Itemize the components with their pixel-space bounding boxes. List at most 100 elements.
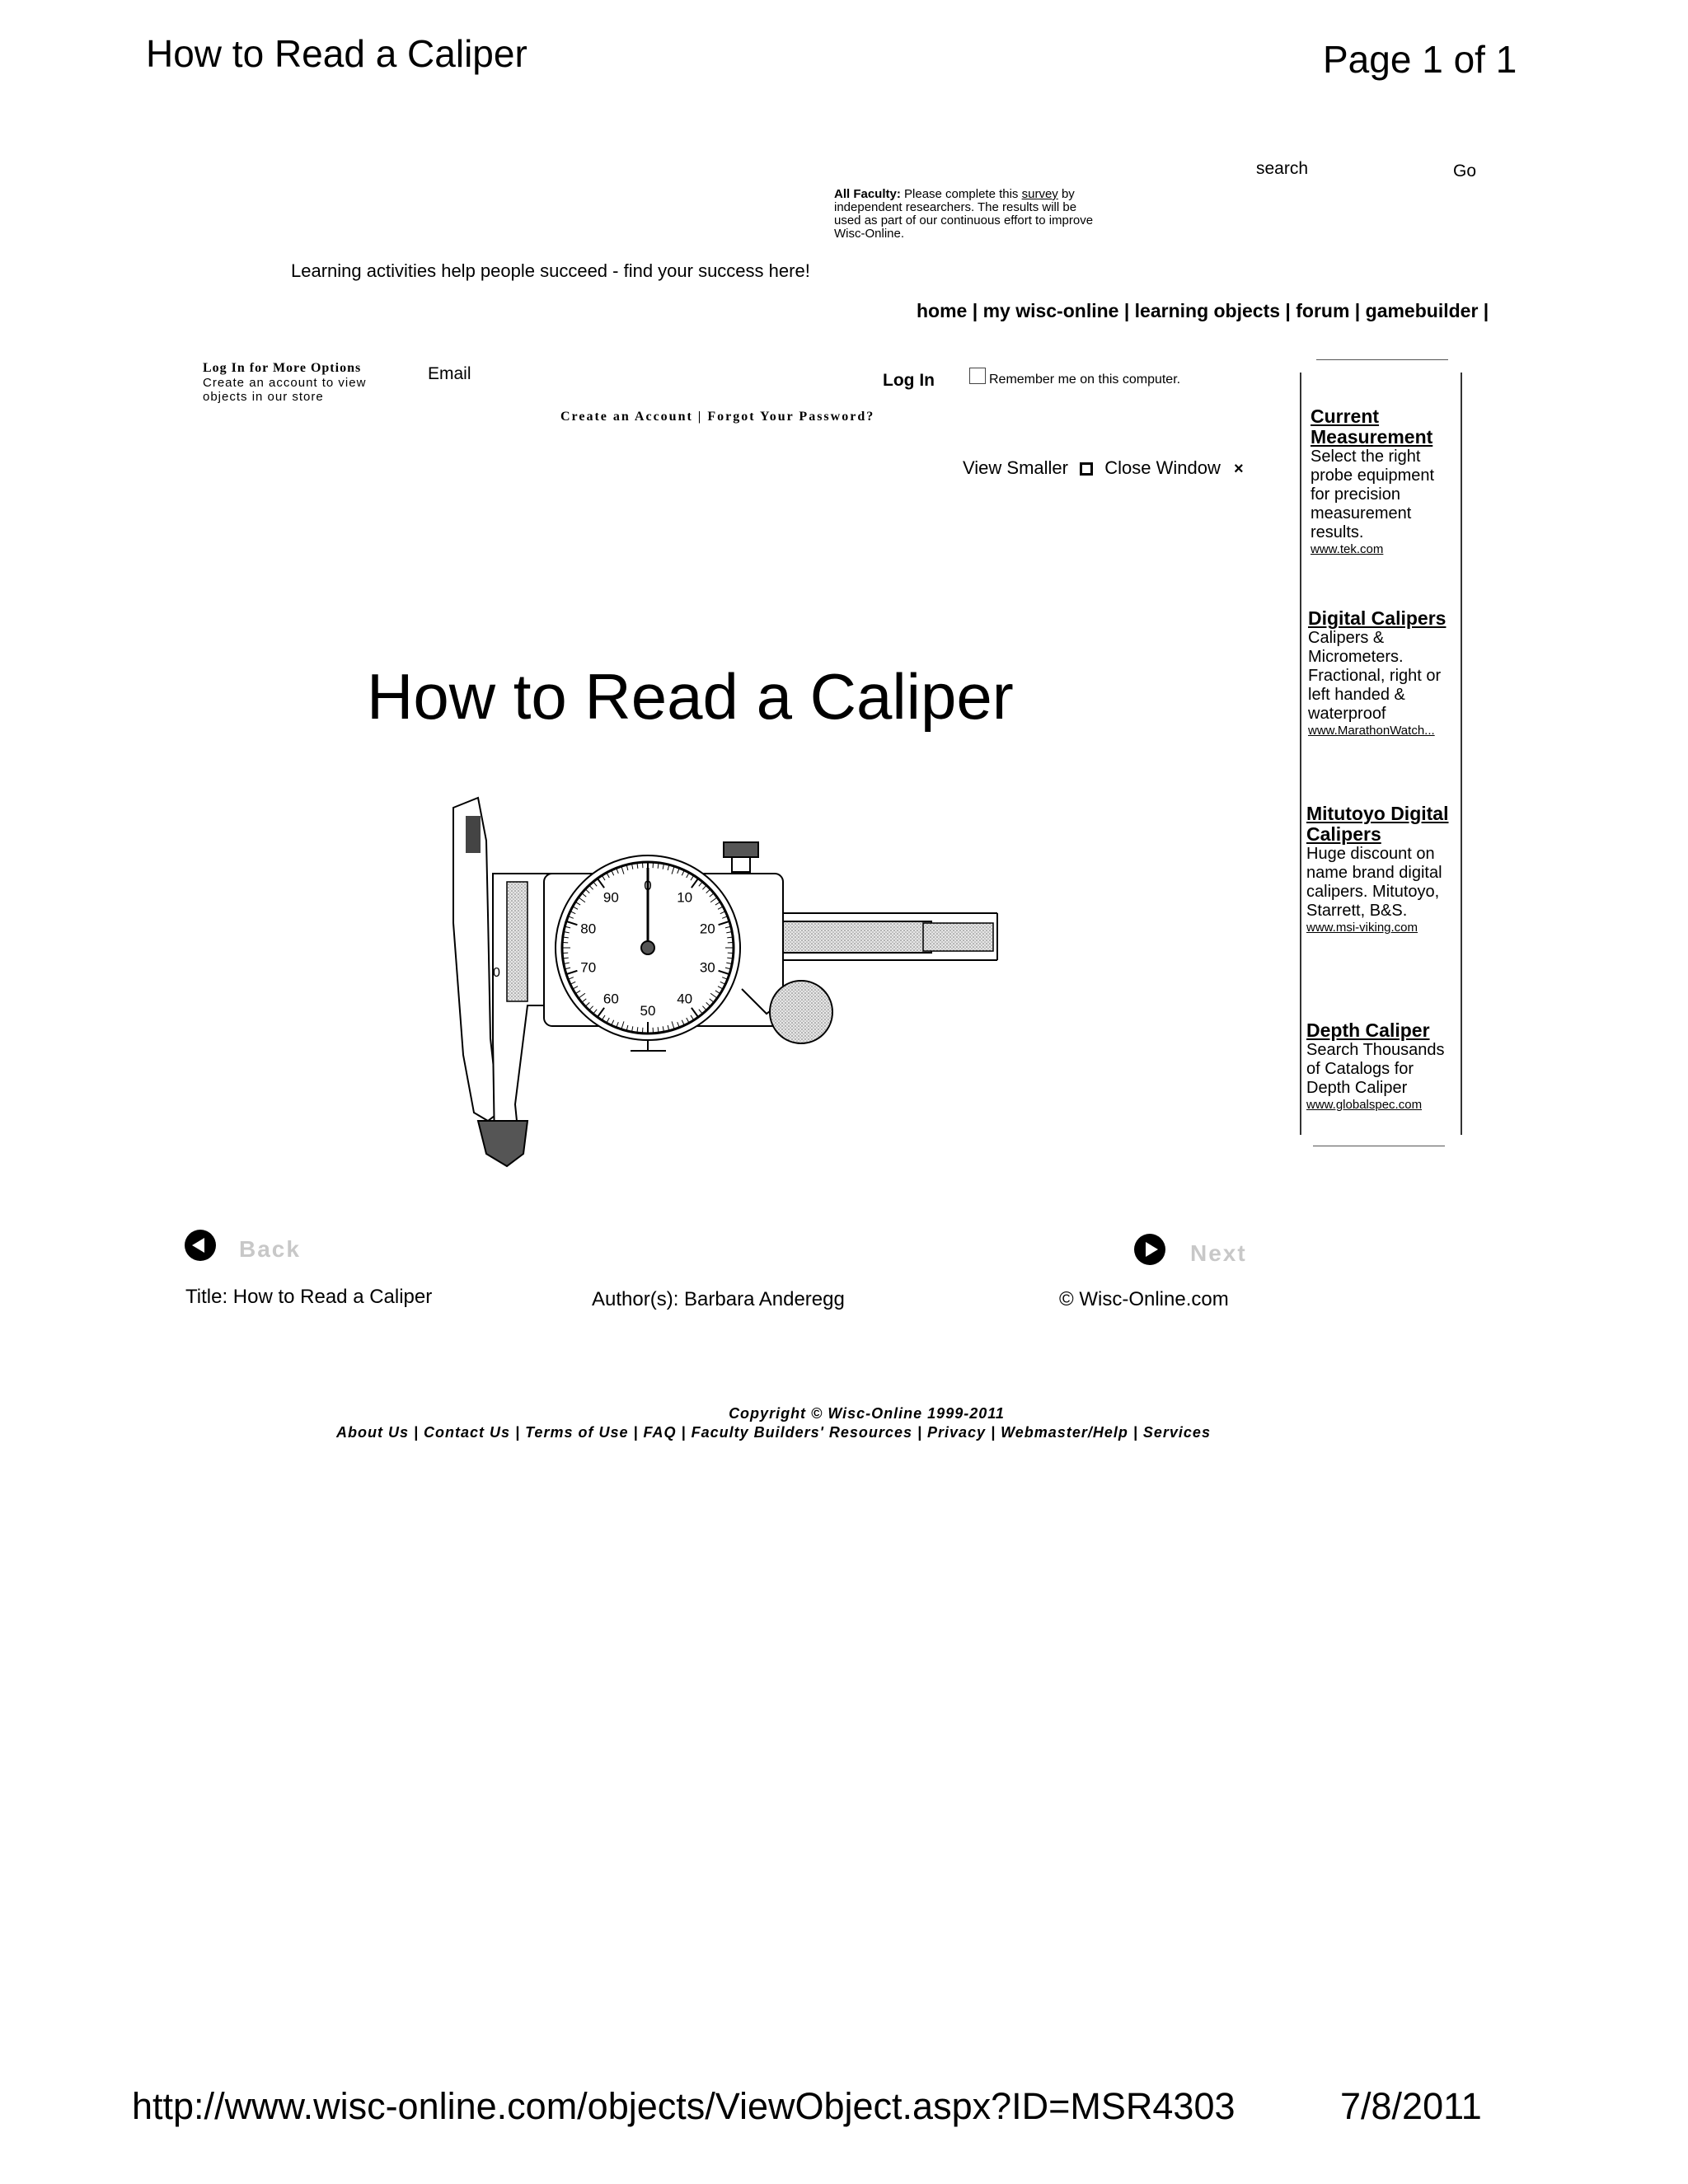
object-author: Author(s): Barbara Anderegg (592, 1288, 845, 1310)
login-subtext: Create an account to view objects in our… (203, 376, 367, 404)
dial-tick (686, 1017, 690, 1024)
nav-learning-objects[interactable]: learning objects (1134, 300, 1281, 321)
dial-tick (715, 901, 721, 906)
close-window-button[interactable]: Close Window (1104, 457, 1221, 478)
email-field[interactable] (495, 364, 824, 386)
main-nav: home | my wisc-online | learning objects… (917, 300, 1489, 321)
dial-tick (588, 1005, 593, 1011)
nav-gamebuilder[interactable]: gamebuilder (1365, 300, 1479, 321)
back-button-icon[interactable] (185, 1230, 216, 1261)
search-input[interactable] (1319, 162, 1426, 183)
dial-tick (570, 981, 576, 985)
forgot-password-link[interactable]: Forgot Your Password? (707, 410, 875, 424)
ad-url[interactable]: www.tek.com (1311, 542, 1384, 556)
dial-tick (631, 1026, 634, 1033)
ad-url[interactable]: www.msi-viking.com (1306, 921, 1418, 935)
dial-tick (601, 1015, 606, 1021)
object-title: Title: How to Read a Caliper (185, 1286, 433, 1308)
lesson-title: How to Read a Caliper (367, 660, 1014, 733)
dial-tick (581, 998, 587, 1003)
print-footer-date: 7/8/2011 (1340, 2085, 1482, 2127)
remember-checkbox[interactable] (969, 368, 986, 384)
dial-label: 80 (580, 921, 596, 937)
account-links: Create an Account | Forgot Your Password… (560, 410, 875, 424)
dial-tick (565, 969, 578, 976)
dial-tick (681, 1019, 685, 1026)
dial-tick (601, 874, 606, 881)
dial-tick (626, 1024, 629, 1031)
dial-tick (690, 1015, 695, 1021)
dial-tick (709, 893, 715, 898)
footer-terms-of-use[interactable]: Terms of Use (525, 1424, 629, 1441)
search-label: search (1256, 159, 1309, 178)
dial-tick (568, 977, 574, 980)
back-button-label[interactable]: Back (239, 1236, 301, 1262)
dial-tick (698, 1009, 703, 1015)
view-smaller-button[interactable]: View Smaller (963, 457, 1068, 478)
dial-tick (572, 986, 579, 990)
footer-webmaster-help[interactable]: Webmaster/Help (1001, 1424, 1128, 1441)
footer-services[interactable]: Services (1142, 1424, 1211, 1441)
ad-current-measurement[interactable]: Current Measurement Select the right pro… (1311, 406, 1455, 557)
footer-faq[interactable]: FAQ (643, 1424, 677, 1441)
dial-tick (570, 911, 576, 915)
ad-mitutoyo-calipers[interactable]: Mitutoyo Digital Calipers Huge discount … (1306, 804, 1455, 935)
dial-tick (588, 884, 593, 890)
print-header-title: How to Read a Caliper (146, 32, 528, 75)
nav-home[interactable]: home (917, 300, 968, 321)
dial-tick (671, 1021, 675, 1030)
ad-title[interactable]: Mitutoyo Digital Calipers (1306, 803, 1449, 845)
ad-url[interactable]: www.MarathonWatch... (1308, 724, 1435, 738)
search-go-button[interactable]: Go (1453, 162, 1477, 180)
ad-top-rule (1316, 359, 1448, 360)
ad-body: Huge discount on name brand digital cali… (1306, 845, 1442, 920)
footer-privacy[interactable]: Privacy (927, 1424, 987, 1441)
survey-link[interactable]: survey (1021, 187, 1058, 201)
ad-title[interactable]: Digital Calipers (1308, 607, 1447, 629)
tagline: Learning activities help people succeed … (291, 260, 810, 281)
dial-tick (593, 1009, 598, 1015)
dial-tick (715, 990, 721, 995)
dial-tick (677, 1022, 680, 1028)
dial-tick (565, 920, 578, 926)
footer-faculty-builders[interactable]: Faculty Builders' Resources (691, 1424, 912, 1441)
ad-digital-calipers[interactable]: Digital Calipers Calipers & Micrometers.… (1308, 608, 1456, 738)
window-controls: View Smaller Close Window × (963, 457, 1244, 479)
nav-my-wisc-online[interactable]: my wisc-online (982, 300, 1119, 321)
ad-depth-caliper[interactable]: Depth Caliper Search Thousands of Catalo… (1306, 1020, 1456, 1113)
dial-tick (690, 874, 695, 881)
ad-url[interactable]: www.globalspec.com (1306, 1098, 1423, 1112)
dial-tick (584, 1002, 590, 1007)
nav-forum[interactable]: forum (1296, 300, 1350, 321)
dial-tick (702, 1005, 707, 1011)
dial-label: 10 (677, 890, 692, 906)
next-button-icon[interactable] (1134, 1234, 1165, 1265)
ad-border-right (1461, 373, 1462, 1135)
ad-border-left (1300, 373, 1301, 1135)
dial-tick (709, 998, 715, 1003)
close-icon: × (1233, 460, 1244, 478)
dial-tick (616, 868, 619, 874)
dial-tick (706, 888, 711, 893)
create-account-link[interactable]: Create an Account (560, 410, 693, 424)
footer-contact-us[interactable]: Contact Us (424, 1424, 511, 1441)
ad-body: Select the right probe equipment for pre… (1311, 448, 1435, 541)
ad-title[interactable]: Depth Caliper (1306, 1019, 1430, 1041)
dial-tick (657, 1027, 659, 1033)
dial-tick (727, 936, 734, 939)
dial-tick (720, 981, 726, 985)
next-button-label[interactable]: Next (1190, 1240, 1247, 1266)
dial-tick (726, 931, 733, 934)
dial-tick (681, 869, 685, 876)
dial-label: 30 (700, 959, 715, 975)
dial-tick (671, 865, 675, 874)
dial-tick (677, 868, 680, 874)
dial-label: 90 (603, 890, 619, 906)
ad-title[interactable]: Current Measurement (1311, 405, 1433, 448)
dial-tick (574, 990, 581, 995)
dial-label: 50 (640, 1003, 656, 1019)
footer-about-us[interactable]: About Us (336, 1424, 409, 1441)
login-button[interactable]: Log In (883, 371, 935, 390)
